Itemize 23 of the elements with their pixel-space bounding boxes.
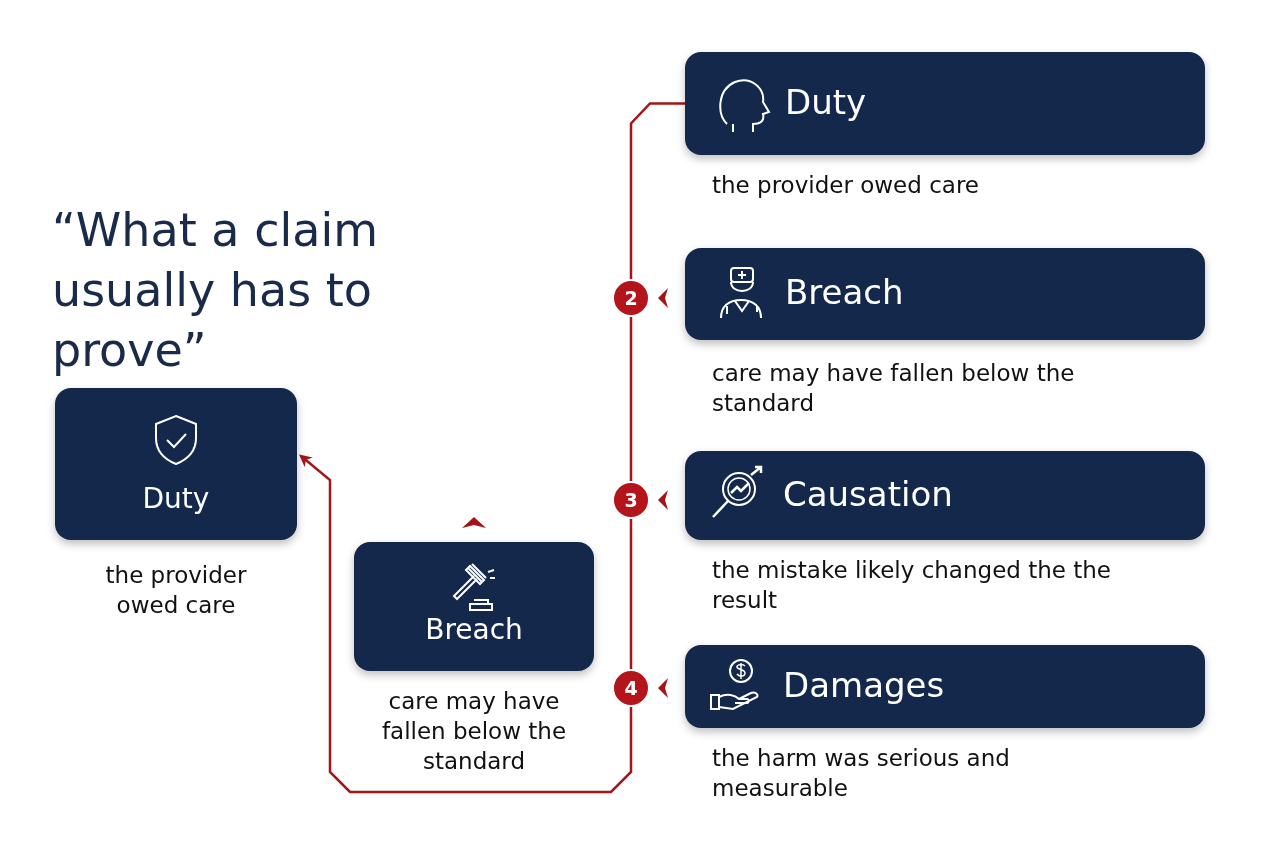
title-card xyxy=(685,645,1205,728)
connector-arrow xyxy=(299,102,685,794)
card-title: Breach xyxy=(785,272,904,312)
description-text: the mistake likely changed the the result xyxy=(712,556,1112,615)
title-card xyxy=(685,451,1205,540)
card-title: Duty xyxy=(141,482,211,515)
description-text: care may have fallen below the standard xyxy=(380,687,568,776)
description-text: the provider owed care xyxy=(712,171,980,200)
step-number: 3 xyxy=(612,481,650,519)
title-card xyxy=(685,52,1205,155)
description-text: the provider owed care xyxy=(104,561,248,620)
card-title: Breach xyxy=(424,613,524,646)
title-card xyxy=(685,248,1205,340)
title-card xyxy=(55,388,297,540)
title: “What a claim usually has to prove” xyxy=(52,202,379,379)
title-card xyxy=(354,542,594,671)
description-text: care may have fallen below the standard xyxy=(712,359,1076,418)
description-text: the harm was serious and measurable xyxy=(712,744,1011,803)
card-title: Duty xyxy=(785,81,867,122)
step-number: 2 xyxy=(612,279,650,317)
card-title: Causation xyxy=(783,473,953,514)
step-number: 4 xyxy=(612,669,650,707)
card-title: Damages xyxy=(783,664,945,705)
